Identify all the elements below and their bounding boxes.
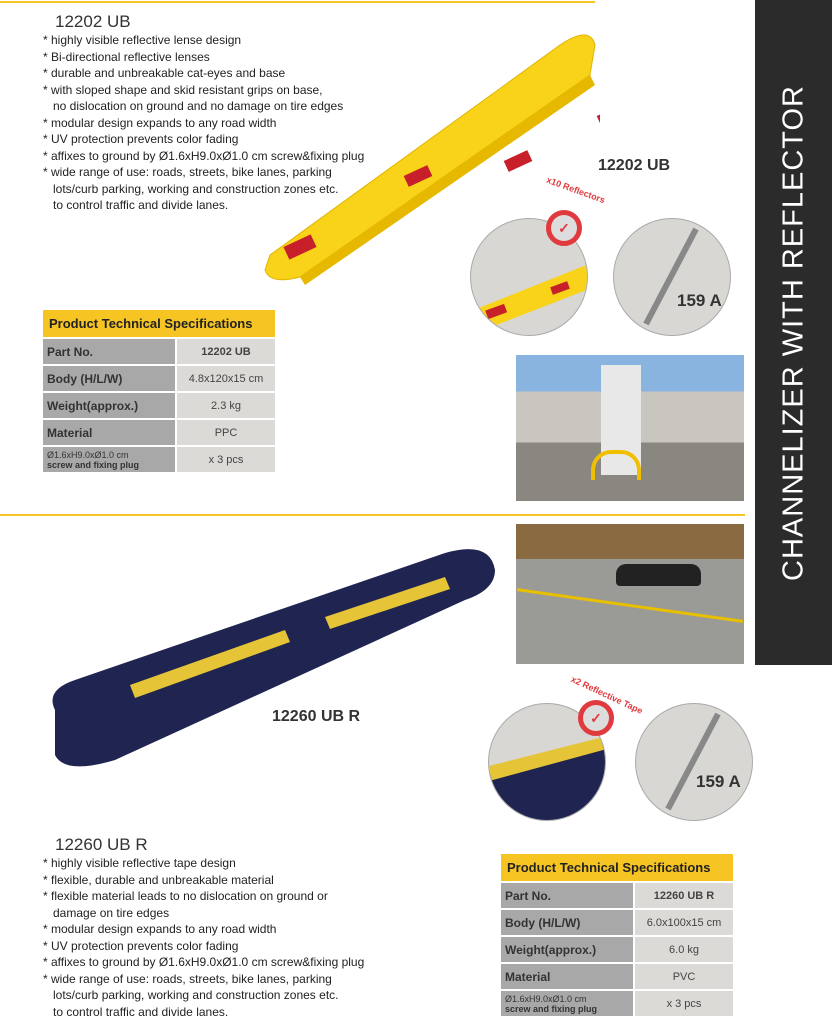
check-badge-icon: ✓ <box>578 700 614 736</box>
feature-bullet: lots/curb parking, working and construct… <box>43 988 339 1002</box>
screw-desc: screw and fixing plug <box>505 1003 598 1014</box>
feature-bullet: * UV protection prevents color fading <box>43 132 239 146</box>
spec-key: Part No. <box>43 339 175 364</box>
feature-bullet: to control traffic and divide lanes. <box>43 198 229 212</box>
screw-desc: screw and fixing plug <box>47 459 140 470</box>
feature-bullet: * flexible material leads to no dislocat… <box>43 889 328 903</box>
feature-bullet: * wide range of use: roads, streets, bik… <box>43 165 332 179</box>
screw-image: 159 A <box>613 218 731 336</box>
product1-features: * highly visible reflective lense design… <box>43 32 364 214</box>
feature-bullet: * flexible, durable and unbreakable mate… <box>43 872 274 887</box>
spec-value: 12260 UB R <box>635 883 733 908</box>
feature-bullet: lots/curb parking, working and construct… <box>43 181 339 196</box>
spec-value: 6.0 kg <box>635 937 733 962</box>
spec-key: Material <box>43 420 175 445</box>
spec-value: x 3 pcs <box>177 447 275 472</box>
spec-key: Weight(approx.) <box>43 393 175 418</box>
screw-image: 159 A <box>635 703 753 821</box>
spec-key: Body (H/L/W) <box>43 366 175 391</box>
feature-bullet: * with sloped shape and skid resistant g… <box>43 82 323 97</box>
middle-divider <box>0 514 745 516</box>
spec-key: Material <box>501 964 633 989</box>
spec-key: Part No. <box>501 883 633 908</box>
spec-value: 12202 UB <box>177 339 275 364</box>
feature-bullet: to control traffic and divide lanes. <box>43 1004 229 1019</box>
product1-image <box>264 34 600 285</box>
spec-value: x 3 pcs <box>635 991 733 1016</box>
feature-bullet: * UV protection prevents color fading <box>43 938 239 953</box>
product2-spec-table: Product Technical Specifications Part No… <box>499 852 735 1018</box>
feature-bullet: * Bi-directional reflective lenses <box>43 49 210 64</box>
tape-detail-image <box>488 703 606 821</box>
feature-bullet: * modular design expands to any road wid… <box>43 115 277 130</box>
spec-key: Weight(approx.) <box>501 937 633 962</box>
feature-bullet: * wide range of use: roads, streets, bik… <box>43 971 332 986</box>
spec-value: PPC <box>177 420 275 445</box>
sidebar-title: CHANNELIZER WITH REFLECTOR <box>777 84 809 581</box>
product2-label: 12260 UB R <box>272 708 361 725</box>
product1-label: 12202 UB <box>598 157 671 174</box>
check-badge-icon: ✓ <box>546 210 582 246</box>
gas-station-photo <box>516 355 744 501</box>
screw-label: 159 A <box>677 291 722 310</box>
feature-bullet: * highly visible reflective tape design <box>43 856 236 870</box>
product2-features: * highly visible reflective tape design *… <box>43 855 364 1020</box>
product2-image <box>52 549 495 767</box>
sidebar-banner: CHANNELIZER WITH REFLECTOR <box>755 0 832 665</box>
feature-bullet: * affixes to ground by Ø1.6xH9.0xØ1.0 cm… <box>43 148 365 163</box>
parking-photo <box>516 524 744 664</box>
spec-value: PVC <box>635 964 733 989</box>
screw-size: Ø1.6xH9.0xØ1.0 cm <box>47 449 129 460</box>
spec-value: 2.3 kg <box>177 393 275 418</box>
spec-key: Body (H/L/W) <box>501 910 633 935</box>
product1-spec-table: Product Technical Specifications Part No… <box>41 308 277 474</box>
feature-bullet: * affixes to ground by Ø1.6xH9.0xØ1.0 cm… <box>43 955 365 969</box>
spec-header: Product Technical Specifications <box>501 854 733 881</box>
feature-bullet: * durable and unbreakable cat-eyes and b… <box>43 66 286 80</box>
feature-bullet: * modular design expands to any road wid… <box>43 922 277 936</box>
spec-value: 6.0x100x15 cm <box>635 910 733 935</box>
top-divider <box>0 1 595 3</box>
reflector-detail-image <box>470 218 588 336</box>
product2-title: 12260 UB R <box>55 835 148 854</box>
screw-label: 159 A <box>696 772 741 791</box>
spec-header: Product Technical Specifications <box>43 310 275 337</box>
product1-title: 12202 UB <box>55 12 131 31</box>
feature-bullet: no dislocation on ground and no damage o… <box>43 99 344 113</box>
spec-value: 4.8x120x15 cm <box>177 366 275 391</box>
feature-bullet: damage on tire edges <box>43 905 170 920</box>
feature-bullet: * highly visible reflective lense design <box>43 33 242 47</box>
screw-size: Ø1.6xH9.0xØ1.0 cm <box>505 993 587 1004</box>
